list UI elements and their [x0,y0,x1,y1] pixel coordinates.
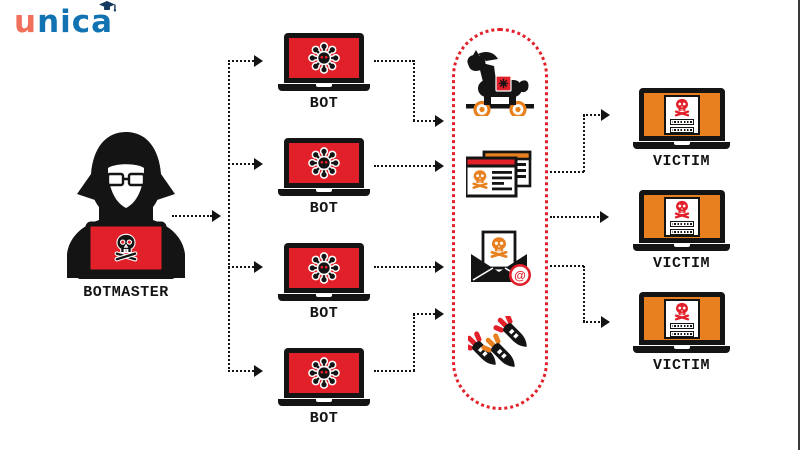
arrowhead [254,55,263,67]
victim-laptop [633,292,730,353]
arrow-channel-to-victim1 [550,171,584,173]
victim-laptop [633,190,730,251]
bot-node-1: BOT [278,33,370,112]
infected-documents-icon [466,150,532,198]
bot-node-4: BOT [278,348,370,427]
skull-icon [673,302,691,321]
malware-virus-icon [306,355,342,391]
attack-channel-capsule [452,28,548,410]
arrow-botmaster-to-bots [172,215,212,217]
arrow-channel-to-victim2 [550,216,602,218]
missiles-icon [468,316,532,375]
image-right-border [798,0,800,450]
arrow-to-bot-3 [228,266,254,268]
bot-label: BOT [309,305,339,322]
arrow-bot4-to-channel [374,370,415,372]
arrow-bot3-to-channel [374,266,435,268]
malware-virus-icon [306,145,342,181]
arrow-bot1-to-channel [374,60,414,62]
arrowhead [435,160,444,172]
trojan-horse-icon [466,50,534,116]
botmaster-label: BOTMASTER [83,284,169,301]
arrow-bots-trunk [228,60,230,372]
arrowhead [254,365,263,377]
bot-label: BOT [309,410,339,427]
arrow-channel-to-victim3 [583,266,585,322]
arrow-channel-to-victim1 [583,114,603,116]
bot-laptop [278,348,370,406]
victim-laptop [633,88,730,149]
bot-laptop [278,243,370,301]
arrowhead [212,210,221,222]
arrowhead [254,158,263,170]
arrow-bot1-to-channel [413,60,415,121]
victim-node-3: VICTIM [633,292,730,374]
victim-label: VICTIM [652,153,710,170]
unica-logo: unica [14,1,116,40]
arrow-to-bot-2 [228,163,254,165]
botmaster-node: BOTMASTER [56,128,196,301]
arrowhead [600,211,609,223]
bot-laptop [278,138,370,196]
victim-label: VICTIM [652,357,710,374]
victim-node-1: VICTIM [633,88,730,170]
bot-laptop [278,33,370,91]
malicious-email-icon: @ [471,230,531,286]
arrowhead [435,261,444,273]
logo-letter-u: u [14,4,38,40]
arrowhead [435,115,444,127]
arrowhead [601,316,610,328]
arrow-channel-to-victim3 [583,321,603,323]
arrow-channel-to-victim1 [583,115,585,172]
bot-label: BOT [309,200,339,217]
graduation-cap-icon [99,1,116,12]
arrow-to-bot-1 [228,60,254,62]
at-badge: @ [514,269,526,283]
arrowhead [601,109,610,121]
arrow-bot1-to-channel [413,120,435,122]
bot-node-2: BOT [278,138,370,217]
victim-label: VICTIM [652,255,710,272]
bot-label: BOT [309,95,339,112]
glasses-icon [101,172,151,187]
arrow-bot4-to-channel [413,314,415,371]
skull-icon [673,98,691,117]
bot-node-3: BOT [278,243,370,322]
victim-node-2: VICTIM [633,190,730,272]
malware-virus-icon [306,250,342,286]
arrow-bot4-to-channel [413,313,435,315]
arrow-bot2-to-channel [374,165,435,167]
arrow-to-bot-4 [228,370,254,372]
arrow-channel-to-victim3 [550,265,584,267]
skull-icon [673,200,691,219]
ransom-note-icon [663,196,700,237]
ransom-note-icon [663,298,700,339]
logo-letters-nica: nica [37,4,114,40]
arrowhead [254,261,263,273]
hacker-icon [67,132,185,279]
arrowhead [435,308,444,320]
ransom-note-icon [663,94,700,135]
malware-virus-icon [306,40,342,76]
